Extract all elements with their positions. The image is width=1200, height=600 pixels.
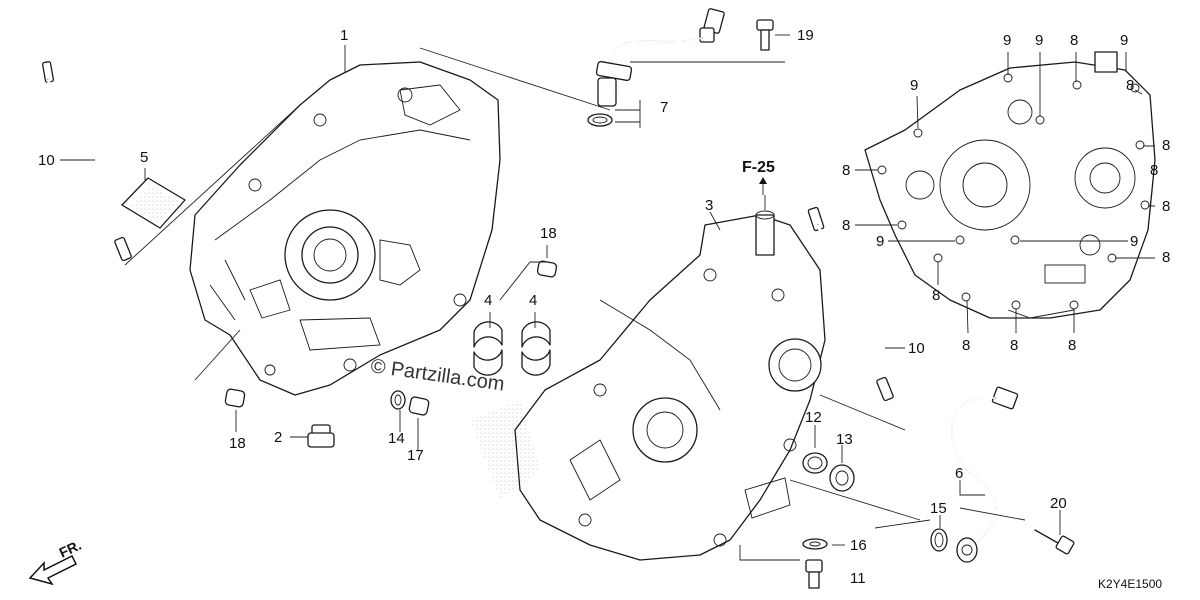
callout-8-8: 8 [962, 337, 970, 354]
callout-20: 20 [1050, 495, 1067, 512]
callout-8-12: 8 [1150, 162, 1158, 179]
gasket-leader-lines [855, 52, 1155, 334]
callout-9-4: 9 [910, 77, 918, 94]
right-crankcase-half [470, 210, 826, 561]
callout-15: 15 [930, 500, 947, 517]
callout-8-4: 8 [1162, 198, 1170, 215]
callout-9-3: 9 [1120, 32, 1128, 49]
bearing-12 [802, 452, 828, 474]
callout-9-1: 9 [1003, 32, 1011, 49]
callout-11: 11 [850, 570, 866, 587]
dowel-pin-18-lower [224, 388, 246, 408]
front-arrow-icon [28, 554, 78, 586]
callout-1: 1 [340, 27, 348, 44]
bolt-11 [805, 559, 823, 589]
callout-4-right: 4 [529, 292, 537, 309]
figure-code: K2Y4E1500 [1098, 577, 1162, 591]
section-reference[interactable]: F-25 [742, 159, 775, 195]
oil-seal-13 [829, 464, 855, 492]
bolt-20 [1034, 529, 1075, 555]
callout-8-2: 8 [1162, 137, 1170, 154]
leader-lines [60, 34, 1061, 561]
stud-bolt-right [807, 206, 894, 402]
sensor-with-harness-6 [951, 386, 1019, 563]
callout-8-3: 8 [842, 162, 850, 179]
stud-bolt-left [41, 61, 132, 262]
sealing-washer-14 [390, 390, 406, 410]
callout-8-5: 8 [842, 217, 850, 234]
callout-9-5: 9 [876, 233, 884, 250]
sealing-washer-16 [802, 538, 828, 550]
callout-10-left: 10 [38, 152, 55, 169]
section-ref-arrowhead [759, 177, 767, 184]
callout-19: 19 [797, 27, 814, 44]
callout-18-upper: 18 [540, 225, 557, 242]
callout-8-1: 8 [1070, 32, 1078, 49]
callout-10-right: 10 [908, 340, 925, 357]
callout-6: 6 [955, 465, 963, 482]
callout-9-2: 9 [1035, 32, 1043, 49]
callout-5: 5 [140, 149, 148, 166]
callout-17: 17 [407, 447, 424, 464]
o-ring-15 [930, 528, 948, 552]
callout-13: 13 [836, 431, 853, 448]
left-crankcase-half [189, 61, 501, 396]
callout-labels: 1 19 7 10 5 18 4 4 3 18 2 14 17 10 12 13… [38, 27, 1170, 587]
callout-4-left: 4 [484, 292, 492, 309]
front-direction-indicator: FR. [28, 537, 84, 586]
callout-8-11: 8 [1126, 77, 1134, 94]
drain-bolt-2 [307, 424, 335, 448]
callout-8-6: 8 [1162, 249, 1170, 266]
callout-8-7: 8 [932, 287, 940, 304]
dowel-pin-17 [408, 396, 430, 416]
callout-12: 12 [805, 409, 822, 426]
callout-8-9: 8 [1010, 337, 1018, 354]
callout-14: 14 [388, 430, 405, 447]
callout-7: 7 [660, 99, 668, 116]
oil-strainer-screen [121, 177, 186, 229]
section-ref-label[interactable]: F-25 [742, 159, 775, 176]
crank-bearing-4-left [473, 321, 503, 376]
bolt-19 [756, 19, 774, 51]
callout-2: 2 [274, 429, 282, 446]
crankcase-gasket [864, 51, 1156, 319]
callout-9-6: 9 [1130, 233, 1138, 250]
front-direction-label: FR. [57, 537, 84, 561]
dowel-pin-18-upper [536, 260, 558, 278]
callout-16: 16 [850, 537, 867, 554]
crank-bearing-4-right [521, 321, 551, 376]
callout-18-lower: 18 [229, 435, 246, 452]
sensor-with-harness [587, 8, 725, 127]
callout-8-10: 8 [1068, 337, 1076, 354]
callout-3: 3 [705, 197, 713, 214]
